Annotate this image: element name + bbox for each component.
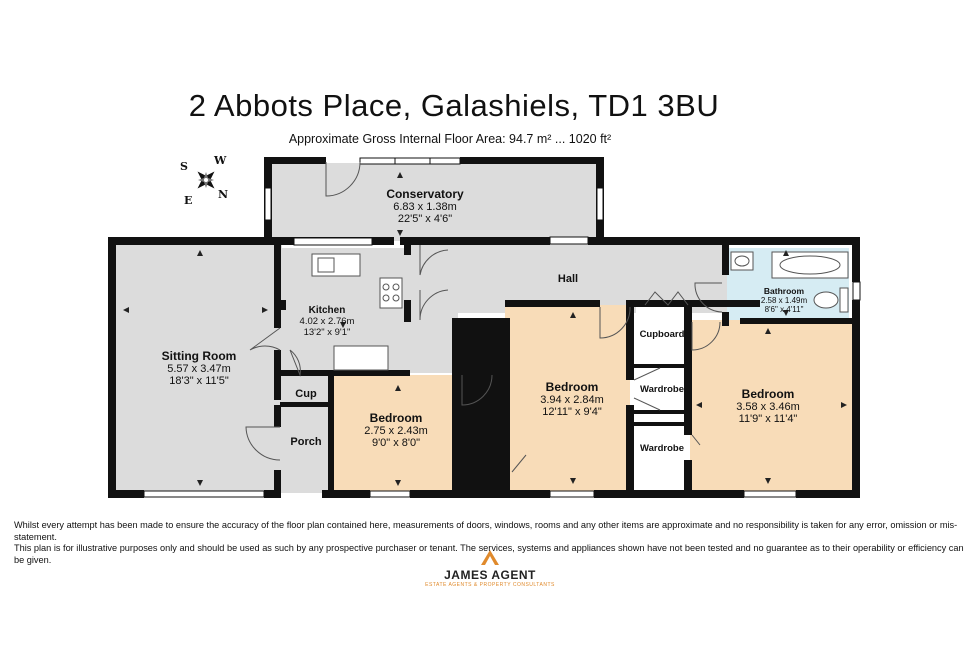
conservatory-floor bbox=[270, 163, 600, 241]
room-bedroom-3: Bedroom 3.58 x 3.46m 11'9" x 11'4" bbox=[716, 388, 820, 426]
porch-floor bbox=[280, 405, 330, 493]
room-name: Bedroom bbox=[545, 380, 599, 394]
wardrobe1-floor bbox=[636, 367, 686, 412]
label-cup: Cup bbox=[295, 388, 317, 400]
room-name: Sitting Room bbox=[161, 349, 237, 363]
room-bedroom-2: Bedroom 3.94 x 2.84m 12'11" x 9'4" bbox=[520, 381, 624, 419]
room-sitting: Sitting Room 5.57 x 3.47m 18'3" x 11'5" bbox=[136, 350, 262, 388]
room-name: Kitchen bbox=[308, 305, 346, 316]
disclaimer-line-2: This plan is for illustrative purposes o… bbox=[14, 543, 964, 565]
label-porch: Porch bbox=[290, 436, 322, 448]
room-bedroom-1: Bedroom 2.75 x 2.43m 9'0" x 8'0" bbox=[346, 412, 446, 450]
plan-title: 2 Abbots Place, Galashiels, TD1 3BU bbox=[188, 88, 720, 123]
compass-e: E bbox=[184, 194, 193, 207]
room-name: Conservatory bbox=[386, 187, 464, 201]
room-name: Bedroom bbox=[741, 387, 795, 401]
compass-w: W bbox=[214, 154, 227, 167]
disclaimer-line-1: Whilst every attempt has been made to en… bbox=[14, 520, 958, 542]
sitting-room-floor bbox=[112, 243, 282, 493]
logo-tagline: ESTATE AGENTS & PROPERTY CONSULTANTS bbox=[425, 582, 555, 588]
dimension-markers bbox=[123, 172, 847, 486]
room-bathroom: Bathroom 2.58 x 1.49m 8'6" x 4'11" bbox=[742, 286, 826, 315]
room-imperial: 9'0" x 8'0" bbox=[371, 437, 421, 449]
windows bbox=[143, 157, 861, 498]
room-metric: 4.02 x 2.76m bbox=[299, 316, 355, 327]
james-agent-logo-icon bbox=[481, 550, 499, 565]
room-kitchen: Kitchen 4.02 x 2.76m 13'2" x 9'1" bbox=[278, 305, 376, 338]
room-imperial: 8'6" x 4'11" bbox=[764, 305, 804, 314]
room-name: Bedroom bbox=[369, 411, 423, 425]
fixtures bbox=[311, 251, 849, 371]
room-metric: 2.58 x 1.49m bbox=[760, 296, 808, 305]
floor-area-subtitle: Approximate Gross Internal Floor Area: 9… bbox=[288, 132, 612, 146]
cup-floor bbox=[282, 375, 330, 407]
room-metric: 6.83 x 1.38m bbox=[393, 200, 457, 213]
disclaimer: Whilst every attempt has been made to en… bbox=[14, 520, 970, 566]
room-imperial: 22'5" x 4'6" bbox=[397, 213, 453, 225]
compass-s: S bbox=[180, 160, 188, 173]
room-imperial: 11'9" x 11'4" bbox=[738, 413, 798, 425]
room-metric: 5.57 x 3.47m bbox=[167, 362, 231, 375]
doors bbox=[245, 161, 723, 473]
bedroom1-floor bbox=[333, 375, 458, 493]
label-cupboard: Cupboard bbox=[639, 329, 685, 340]
agent-logo: JAMES AGENT ESTATE AGENTS & PROPERTY CON… bbox=[0, 566, 980, 588]
compass-n: N bbox=[218, 188, 229, 201]
room-conservatory: Conservatory 6.83 x 1.38m 22'5" x 4'6" bbox=[360, 188, 490, 226]
room-imperial: 12'11" x 9'4" bbox=[542, 406, 602, 418]
label-wardrobe-2: Wardrobe bbox=[640, 443, 684, 454]
wardrobe2-floor bbox=[636, 425, 686, 493]
label-hall: Hall bbox=[557, 273, 579, 285]
cupboard-floor bbox=[636, 305, 686, 365]
label-wardrobe-1: Wardrobe bbox=[640, 384, 684, 395]
compass-rose-icon bbox=[197, 171, 215, 189]
room-metric: 3.58 x 3.46m bbox=[736, 400, 800, 413]
logo-name: JAMES AGENT bbox=[444, 568, 536, 582]
room-imperial: 13'2" x 9'1" bbox=[303, 327, 351, 338]
room-name: Bathroom bbox=[763, 286, 805, 296]
room-imperial: 18'3" x 11'5" bbox=[169, 375, 229, 387]
bedroom3-floor bbox=[690, 320, 852, 493]
room-metric: 3.94 x 2.84m bbox=[540, 393, 604, 406]
room-metric: 2.75 x 2.43m bbox=[364, 424, 428, 437]
